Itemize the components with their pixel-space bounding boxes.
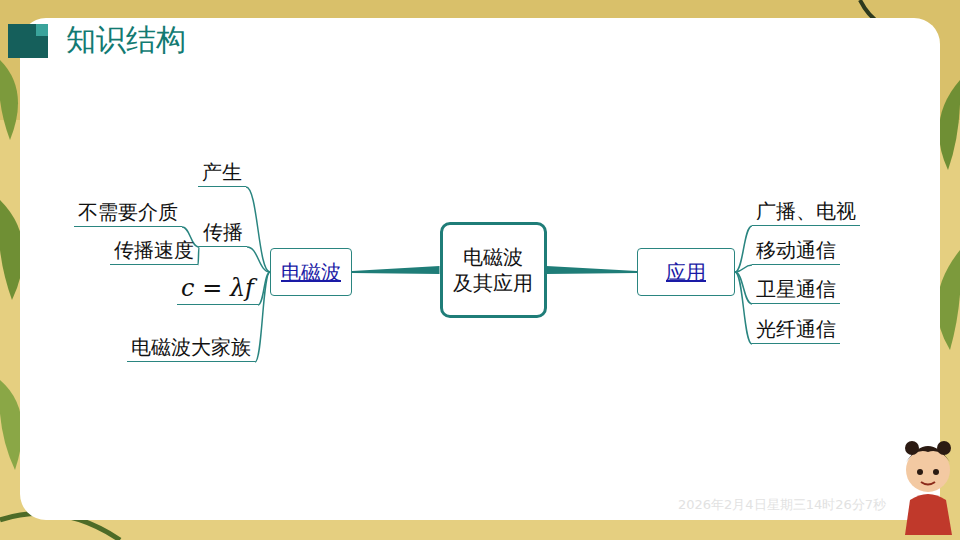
connector	[735, 226, 752, 272]
leaf	[0, 60, 18, 140]
connector	[198, 247, 199, 265]
mindmap-leaf: 产生	[198, 160, 246, 187]
mindmap-leaf: 传播	[199, 220, 247, 247]
node-text: 广播、电视	[756, 199, 856, 223]
slide-title: 知识结构	[66, 20, 186, 61]
mindmap-leaf: 广播、电视	[752, 199, 860, 226]
node-text: 产生	[202, 160, 242, 184]
node-text: 传播速度	[114, 238, 194, 262]
node-text: 电磁波大家族	[131, 335, 251, 359]
mascot	[905, 441, 952, 535]
node-text: 传播	[203, 220, 243, 244]
content-panel	[20, 18, 940, 520]
node-text: 光纤通信	[756, 317, 836, 341]
connector	[735, 272, 752, 344]
leaf	[939, 80, 960, 170]
node-text: 不需要介质	[78, 200, 178, 224]
title-marker-corner	[36, 24, 48, 36]
connector	[352, 266, 440, 274]
connector	[255, 272, 270, 362]
mindmap-leaf: 传播速度	[110, 238, 198, 265]
leaf	[0, 380, 22, 470]
branch-box: 应用	[637, 248, 735, 296]
central-topic-box: 电磁波 及其应用	[440, 222, 547, 318]
branch-box: 电磁波	[270, 248, 352, 296]
node-text: 移动通信	[756, 238, 836, 262]
mindmap-leaf: 电磁波大家族	[127, 335, 255, 362]
title-marker	[8, 24, 48, 58]
mindmap-leaf: 不需要介质	[74, 200, 182, 227]
node-text: 应用	[666, 259, 706, 286]
mindmap-leaf: 卫星通信	[752, 277, 840, 304]
node-text: 卫星通信	[756, 277, 836, 301]
node-text: 电磁波	[281, 259, 341, 286]
connector	[735, 265, 752, 272]
leaf	[937, 250, 960, 350]
node-text: c = λf	[181, 274, 254, 302]
timestamp-watermark: 2026年2月4日星期三14时26分7秒	[678, 496, 886, 514]
connector	[247, 247, 270, 272]
mindmap-leaf: c = λf	[177, 275, 258, 305]
connector	[246, 187, 270, 272]
mindmap-leaf: 光纤通信	[752, 317, 840, 344]
mindmap-leaf: 移动通信	[752, 238, 840, 265]
node-text: 电磁波 及其应用	[451, 244, 536, 296]
connector	[547, 266, 638, 274]
